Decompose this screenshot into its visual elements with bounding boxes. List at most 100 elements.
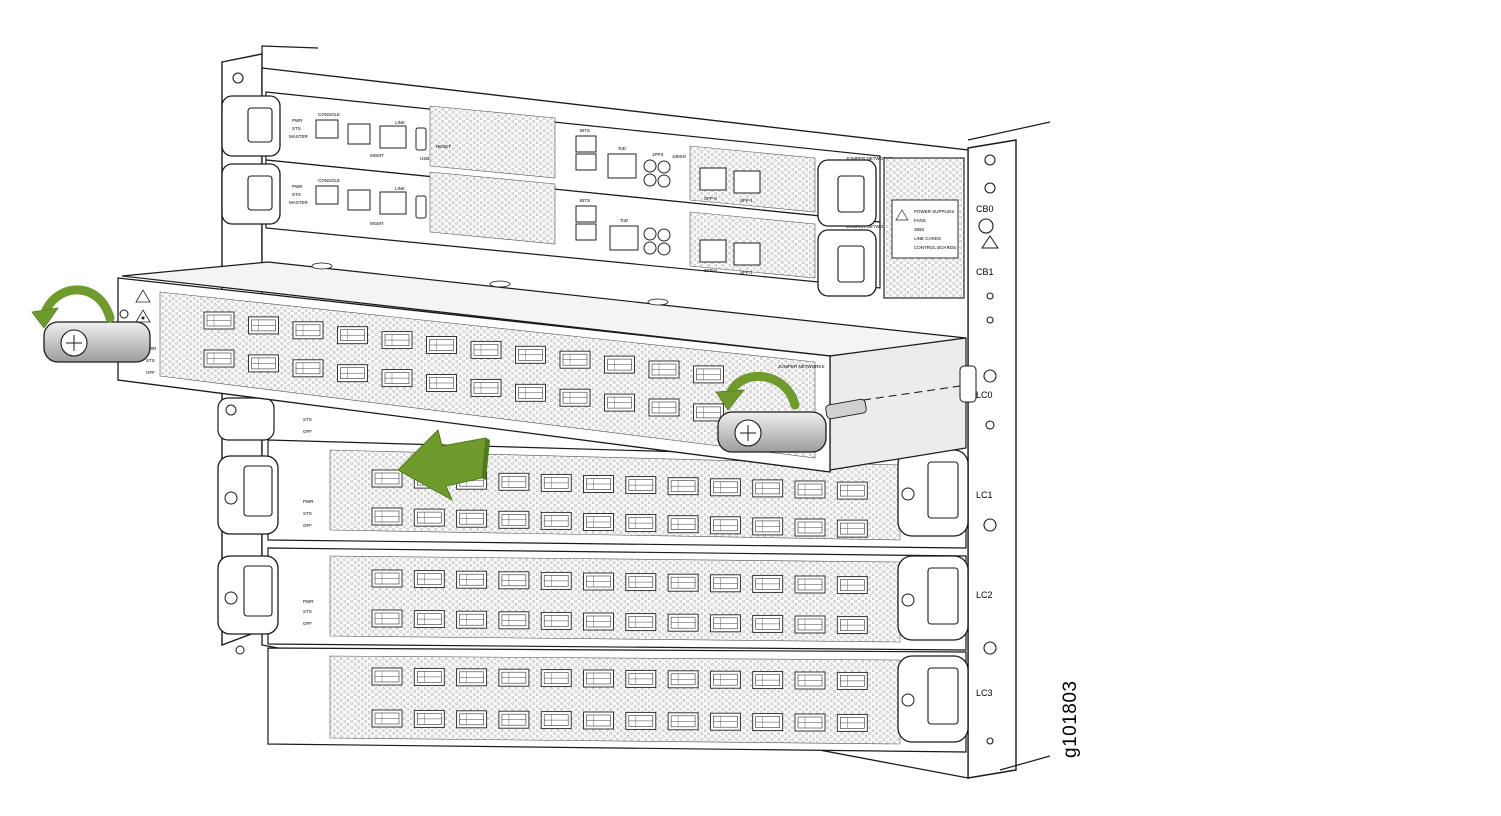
lc3-port-r1-c1[interactable] (371, 667, 403, 686)
lc1-port-r1-c10[interactable] (752, 479, 784, 498)
lc0-port-r2-c11[interactable] (648, 398, 680, 417)
lc3-port-r1-c7[interactable] (625, 669, 657, 688)
lc2-port-r1-c10[interactable] (752, 574, 784, 593)
lc3-port-r2-c11[interactable] (794, 713, 826, 732)
lc1-left-handle[interactable] (217, 455, 279, 535)
lc1-port-r2-c12[interactable] (836, 519, 868, 538)
lc0-port-r2-c7[interactable] (470, 378, 502, 397)
lc0-left-ejector-handle[interactable] (43, 309, 151, 363)
lc3-port-r2-c8[interactable] (667, 712, 699, 731)
cb1-right-handle[interactable] (817, 229, 877, 297)
lc3-port-r1-c3[interactable] (456, 668, 488, 687)
lc2-port-r1-c6[interactable] (583, 572, 614, 591)
lc3-port-r2-c3[interactable] (456, 710, 488, 729)
lc3-right-handle[interactable] (897, 655, 969, 743)
lc1-port-r2-c1[interactable] (371, 507, 403, 526)
lc1-port-r2-c5[interactable] (540, 511, 572, 530)
lc0-port-r1-c11[interactable] (648, 360, 680, 379)
lc2-port-r1-c5[interactable] (540, 571, 572, 590)
lc3-port-r1-c11[interactable] (794, 671, 826, 690)
lc1-right-handle[interactable] (897, 449, 969, 537)
lc2-left-handle[interactable] (217, 555, 279, 635)
lc3-port-r1-c8[interactable] (667, 670, 699, 689)
lc3-port-r2-c2[interactable] (413, 709, 445, 728)
line-card-lc0-extracted[interactable]: PWR STS OFF JUNIPER NETWORKS (117, 261, 977, 473)
lc1-port-r2-c9[interactable] (709, 516, 741, 535)
lc3-port-r1-c10[interactable] (752, 671, 784, 690)
lc3-port-r1-c9[interactable] (709, 670, 741, 689)
lc2-port-r1-c3[interactable] (456, 570, 488, 589)
lc1-port-r2-c3[interactable] (456, 509, 488, 528)
lc2-port-r1-c9[interactable] (709, 574, 741, 593)
lc2-port-r1-c1[interactable] (371, 569, 403, 588)
lc3-port-r2-c5[interactable] (540, 711, 572, 730)
lc0-port-r1-c3[interactable] (292, 321, 324, 340)
lc2-port-r1-c12[interactable] (836, 576, 868, 595)
lc1-port-r2-c8[interactable] (667, 515, 699, 534)
lc2-port-r2-c10[interactable] (752, 614, 784, 633)
lc1-port-r2-c11[interactable] (794, 518, 826, 537)
lc3-port-r2-c4[interactable] (498, 710, 530, 729)
lc3-port-r2-c9[interactable] (709, 712, 741, 731)
lc2-port-r2-c8[interactable] (667, 613, 699, 632)
lc2-port-r2-c1[interactable] (371, 609, 403, 628)
lc1-port-r1-c7[interactable] (625, 476, 657, 495)
lc3-port-r2-c12[interactable] (836, 713, 868, 732)
cb1-left-handle[interactable] (221, 163, 281, 225)
lc2-port-r2-c2[interactable] (413, 610, 445, 629)
lc0-port-r2-c9[interactable] (559, 388, 591, 407)
lc1-port-r2-c7[interactable] (625, 514, 657, 533)
lc0-right-ejector-handle[interactable] (717, 411, 827, 453)
lc0-port-r1-c6[interactable] (426, 336, 457, 354)
lc2-port-r1-c4[interactable] (498, 571, 530, 590)
lc2-right-handle[interactable] (897, 555, 969, 641)
lc3-port-r2-c7[interactable] (625, 711, 657, 730)
lc2-port-r2-c5[interactable] (540, 611, 572, 630)
lc3-port-r2-c10[interactable] (752, 713, 784, 732)
lc0-port-r1-c12[interactable] (693, 365, 724, 384)
lc0-port-r1-c8[interactable] (515, 345, 546, 364)
lc3-port-r1-c6[interactable] (583, 669, 614, 688)
lc1-port-r2-c4[interactable] (498, 510, 530, 529)
lc0-port-r2-c5[interactable] (381, 369, 413, 388)
lc0-port-r1-c4[interactable] (337, 326, 368, 345)
lc1-port-r1-c9[interactable] (709, 478, 741, 497)
lc1-port-r1-c5[interactable] (540, 473, 572, 492)
lc0-port-r2-c8[interactable] (515, 383, 546, 402)
lc3-port-r1-c5[interactable] (540, 669, 572, 688)
lc1-port-r2-c6[interactable] (583, 513, 614, 531)
lc0-port-r2-c6[interactable] (426, 374, 457, 392)
lc2-port-r2-c3[interactable] (456, 610, 488, 629)
lc0-port-r1-c2[interactable] (248, 316, 279, 335)
lc1-port-r1-c8[interactable] (667, 477, 699, 496)
lc2-port-r2-c6[interactable] (583, 612, 614, 631)
lc0-port-r2-c10[interactable] (604, 393, 635, 412)
lc2-port-r2-c11[interactable] (794, 615, 826, 634)
lc2-port-r1-c2[interactable] (413, 570, 445, 589)
lc1-port-r1-c12[interactable] (836, 481, 868, 500)
lc3-port-r1-c12[interactable] (836, 671, 868, 690)
lc1-port-r1-c6[interactable] (583, 475, 614, 493)
lc0-port-r1-c7[interactable] (470, 340, 502, 359)
lc1-port-r1-c11[interactable] (794, 480, 826, 499)
lc2-port-r2-c7[interactable] (625, 613, 657, 632)
lc3-port-r2-c1[interactable] (371, 709, 403, 728)
lc1-port-r1-c4[interactable] (498, 472, 530, 491)
cb0-right-handle[interactable] (817, 159, 877, 227)
lc1-port-r2-c10[interactable] (752, 517, 784, 536)
lc0-port-r2-c12[interactable] (693, 403, 724, 422)
lc0-port-r2-c1[interactable] (203, 349, 235, 368)
lc2-port-r1-c8[interactable] (667, 573, 699, 592)
lc2-port-r2-c12[interactable] (836, 616, 868, 635)
lc2-port-r2-c4[interactable] (498, 611, 530, 630)
cb0-left-handle[interactable] (221, 95, 281, 157)
lc2-port-r1-c11[interactable] (794, 575, 826, 594)
lc0-port-r1-c10[interactable] (604, 355, 635, 374)
lc2-port-r2-c9[interactable] (709, 614, 741, 633)
lc3-port-r1-c2[interactable] (413, 667, 445, 686)
lc0-port-r1-c5[interactable] (381, 331, 413, 350)
lc0-port-r1-c9[interactable] (559, 350, 591, 369)
lc3-port-r1-c4[interactable] (498, 668, 530, 687)
lc0-port-r1-c1[interactable] (203, 311, 235, 330)
lc0-port-r2-c3[interactable] (292, 359, 324, 378)
